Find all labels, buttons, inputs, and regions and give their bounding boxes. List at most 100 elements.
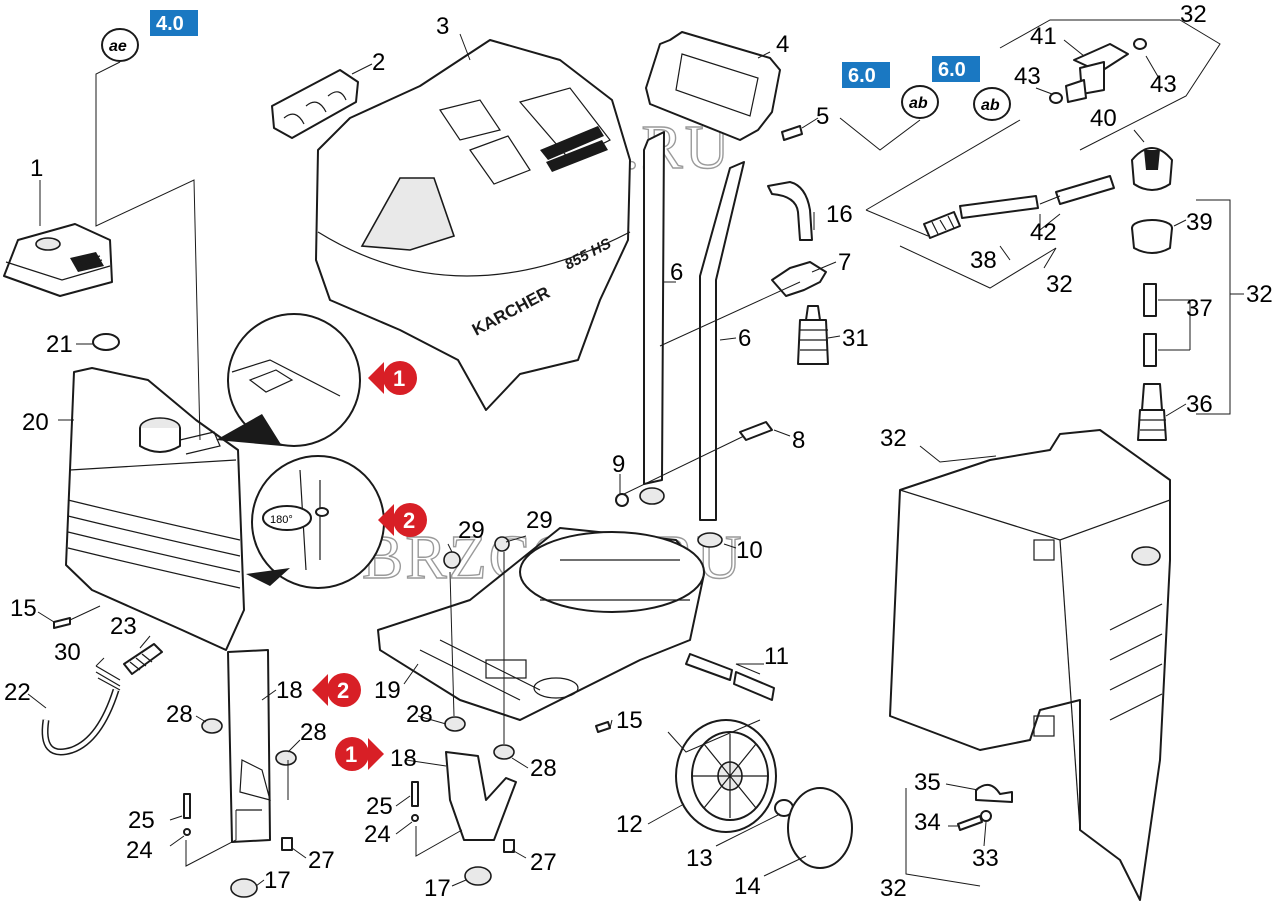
label-part-7: 7 [838, 249, 851, 276]
label-part-42: 42 [1030, 219, 1057, 246]
label-part-32-bottom: 32 [880, 875, 907, 902]
part-15-screw-right [595, 721, 611, 733]
part-28-spacer-c [444, 716, 466, 732]
svg-text:4.0: 4.0 [156, 13, 184, 35]
part-18-bracket-left [227, 649, 271, 843]
leader-lines [27, 19, 1244, 887]
svg-text:1: 1 [345, 742, 357, 767]
label-part-23: 23 [110, 613, 137, 640]
part-5-screw [781, 125, 803, 141]
label-part-37: 37 [1186, 295, 1213, 322]
label-part-9: 9 [612, 451, 625, 478]
part-2-cover-strip [271, 69, 359, 139]
part-32-housing [889, 429, 1171, 901]
part-28-spacer-a [201, 718, 223, 734]
label-part-11: 11 [764, 643, 789, 670]
part-27-screw-right [503, 839, 515, 853]
part-9-nut [615, 493, 629, 507]
rotation-label: 180° [270, 514, 293, 526]
part-17-foot-right [464, 866, 492, 886]
label-part-2: 2 [372, 49, 385, 76]
svg-text:1: 1 [393, 366, 405, 391]
label-part-25-left: 25 [128, 807, 155, 834]
label-part-17-left: 17 [264, 867, 291, 894]
label-part-1: 1 [30, 155, 43, 182]
label-part-34: 34 [914, 809, 941, 836]
label-part-10: 10 [736, 537, 763, 564]
marker-2-mid: 2 [378, 503, 427, 537]
label-part-35: 35 [914, 769, 941, 796]
part-24-washer-left [183, 828, 191, 836]
badge-ab-6-0-first: 6.0 ab [842, 62, 939, 119]
label-part-19: 19 [374, 677, 401, 704]
part-22-cable [41, 688, 120, 756]
part-38-filter [923, 211, 961, 239]
label-part-4: 4 [776, 31, 789, 58]
marker-1-lower: 1 [335, 737, 384, 771]
part-8-screw [739, 421, 773, 441]
part-42-hoses [959, 175, 1115, 219]
part-23-strain-relief [123, 643, 163, 675]
label-part-28-b: 28 [300, 719, 327, 746]
part-25-screw-left [183, 793, 191, 819]
label-part-43-right: 43 [1150, 71, 1177, 98]
svg-text:6.0: 6.0 [848, 65, 876, 87]
label-part-32-right: 32 [1246, 281, 1273, 308]
part-37-sleeve-top [1143, 283, 1157, 317]
detail-view-1 [216, 313, 361, 447]
part-37-sleeve-bottom [1143, 333, 1157, 367]
label-part-16: 16 [826, 201, 853, 228]
part-41-valve [1065, 43, 1129, 103]
part-28-spacer-b [275, 750, 297, 766]
part-28-spacer-d [493, 744, 515, 760]
label-part-24-right: 24 [364, 821, 391, 848]
badge-ab-6-0-second: 6.0 ab [932, 56, 1011, 121]
part-15-screw-left [53, 617, 71, 629]
part-6-tube-right [697, 161, 745, 548]
label-part-18-right: 18 [390, 745, 417, 772]
label-part-28-a: 28 [166, 701, 193, 728]
part-31-filter [797, 305, 829, 365]
part-33-washer [980, 810, 992, 822]
part-29-plug-right [494, 536, 510, 552]
part-43-ring-left [1049, 92, 1063, 104]
label-part-18-left: 18 [276, 677, 303, 704]
part-39-seal [1131, 219, 1173, 254]
part-6-tube-left [639, 131, 665, 505]
part-3-hood: KARCHER 855 HS [315, 39, 631, 411]
part-21-o-ring [92, 333, 120, 351]
label-part-21: 21 [46, 331, 73, 358]
label-part-38: 38 [970, 247, 997, 274]
label-part-29-right: 29 [526, 507, 553, 534]
label-part-14: 14 [734, 873, 761, 900]
part-4-handle [645, 31, 781, 141]
label-part-13: 13 [686, 845, 713, 872]
label-part-28-d: 28 [530, 755, 557, 782]
label-part-5: 5 [816, 103, 829, 130]
svg-text:2: 2 [403, 508, 415, 533]
label-part-39: 39 [1186, 209, 1213, 236]
part-24-washer-right [411, 814, 419, 822]
label-part-8: 8 [792, 427, 805, 454]
svg-text:ab: ab [981, 97, 1000, 114]
label-part-36: 36 [1186, 391, 1213, 418]
label-part-22: 22 [4, 679, 31, 706]
part-25-screw-right [411, 781, 419, 807]
part-18-bracket-right [445, 751, 517, 841]
label-part-12: 12 [616, 811, 643, 838]
svg-text:ab: ab [909, 95, 928, 112]
label-part-41: 41 [1030, 23, 1057, 50]
part-12-wheel [675, 719, 777, 833]
svg-text:2: 2 [337, 678, 349, 703]
part-43-ring-right [1133, 38, 1147, 50]
part-11-axle [685, 653, 775, 701]
svg-text:ae: ae [109, 38, 127, 55]
label-part-29-left: 29 [458, 517, 485, 544]
part-20-tank [65, 367, 245, 651]
label-part-25-right: 25 [366, 793, 393, 820]
marker-1-top: 1 [368, 361, 417, 395]
label-part-6-upper: 6 [670, 259, 683, 286]
label-part-32-top: 32 [1180, 1, 1207, 28]
label-part-33: 33 [972, 845, 999, 872]
